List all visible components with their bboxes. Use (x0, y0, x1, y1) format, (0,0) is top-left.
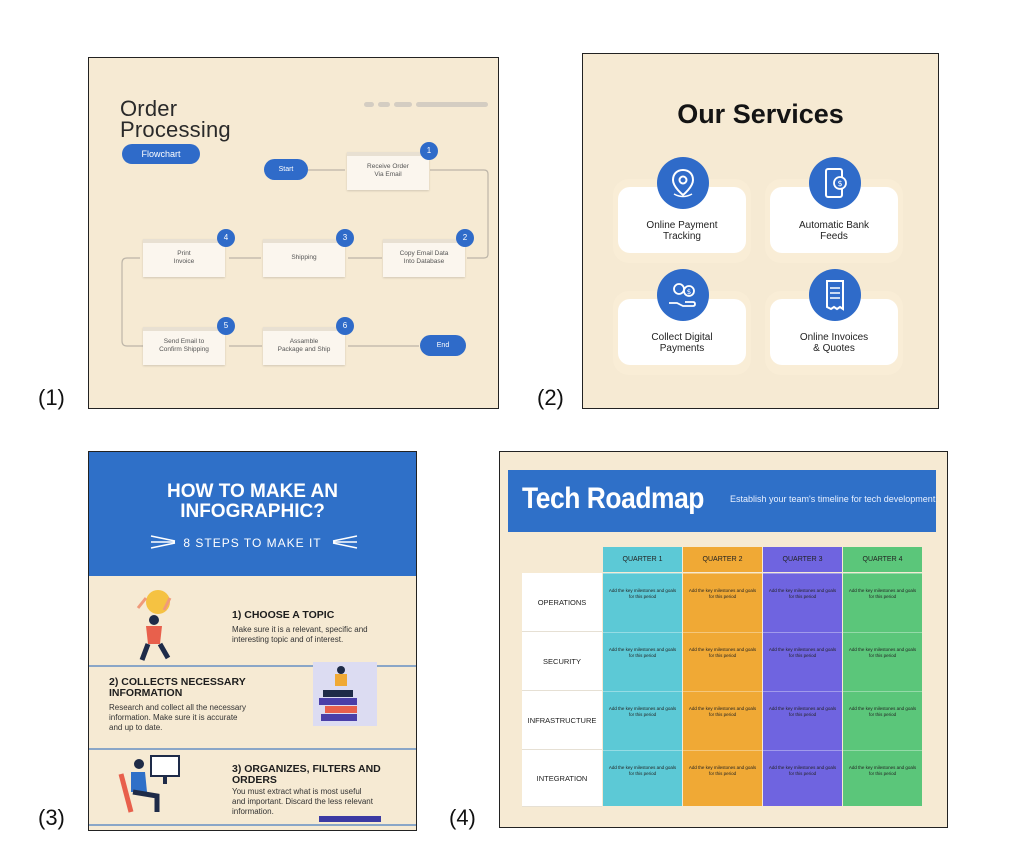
flowchart-title: Order Processing (120, 96, 231, 142)
quarter-header-2: QUARTER 2 (683, 547, 762, 572)
decor-bar (378, 102, 390, 107)
roadmap-cell: Add the key milestones and goals for thi… (683, 573, 762, 632)
row-label-infrastructure: INFRASTRUCTURE (522, 691, 602, 750)
tech-roadmap-panel: Tech Roadmap Establish your team's timel… (499, 451, 948, 828)
step-box-2: Copy Email Data Into Database (383, 239, 465, 277)
sparkle-left-icon (150, 535, 176, 549)
receipt-icon (809, 269, 861, 321)
infographic-steps-panel: HOW TO MAKE AN INFOGRAPHIC? 8 STEPS TO M… (88, 451, 417, 831)
roadmap-cell: Add the key milestones and goals for thi… (763, 573, 842, 632)
sparkle-right-icon (332, 535, 358, 549)
step-number-3: 3 (336, 229, 354, 247)
divider (89, 824, 416, 826)
roadmap-cell: Add the key milestones and goals for thi… (603, 691, 682, 750)
roadmap-cell: Add the key milestones and goals for thi… (843, 691, 922, 750)
roadmap-cell: Add the key milestones and goals for thi… (763, 750, 842, 806)
step-number-2: 2 (456, 229, 474, 247)
quarter-header-3: QUARTER 3 (763, 547, 842, 572)
infographic-header (89, 452, 416, 576)
step-3-body: You must extract what is most useful and… (232, 787, 373, 816)
roadmap-cell: Add the key milestones and goals for thi… (683, 750, 762, 806)
roadmap-cell: Add the key milestones and goals for thi… (843, 750, 922, 806)
decor-bar (319, 816, 381, 822)
divider (89, 665, 416, 667)
infographic-subtitle: 8 STEPS TO MAKE IT (183, 536, 322, 550)
step-number-5: 5 (217, 317, 235, 335)
flowchart-connectors (121, 169, 489, 347)
service-label: Automatic Bank Feeds (798, 220, 870, 242)
svg-text:$: $ (687, 288, 691, 296)
step-number-1: 1 (420, 142, 438, 160)
quarter-header-1: QUARTER 1 (603, 547, 682, 572)
step-box-6: Assamble Package and Ship (263, 327, 345, 365)
roadmap-cell: Add the key milestones and goals for thi… (843, 573, 922, 632)
step-box-4: Print Invoice (143, 239, 225, 277)
row-label-operations: OPERATIONS (522, 573, 602, 632)
roadmap-cell: Add the key milestones and goals for thi… (843, 632, 922, 691)
step-3-title: 3) ORGANIZES, FILTERS AND ORDERS (232, 763, 381, 786)
person-at-computer-illustration (118, 755, 180, 813)
order-processing-flowchart-panel: Order Processing Flowchart Start Receive… (88, 57, 499, 409)
roadmap-cell: Add the key milestones and goals for thi… (683, 691, 762, 750)
panel-label-4: (4) (449, 805, 476, 830)
roadmap-subtitle: Establish your team's timeline for tech … (730, 494, 936, 504)
step-2-title: 2) COLLECTS NECESSARY INFORMATION (109, 676, 246, 699)
roadmap-cell: Add the key milestones and goals for thi… (603, 632, 682, 691)
step-box-3: Shipping (263, 239, 345, 277)
panel-label-2: (2) (537, 385, 564, 410)
step-box-1: Receive Order Via Email (347, 152, 429, 190)
service-label: Collect Digital Payments (651, 332, 713, 354)
step-number-4: 4 (217, 229, 235, 247)
roadmap-cell: Add the key milestones and goals for thi… (683, 632, 762, 691)
our-services-panel: Our Services Online Payment Tracking $ A… (582, 53, 939, 409)
location-pin-icon (657, 157, 709, 209)
panel-label-1: (1) (38, 385, 65, 410)
service-label: Online Payment Tracking (646, 220, 718, 242)
roadmap-cell: Add the key milestones and goals for thi… (763, 691, 842, 750)
row-label-security: SECURITY (522, 632, 602, 691)
step-number-6: 6 (336, 317, 354, 335)
hand-coins-icon: $ (657, 269, 709, 321)
roadmap-cell: Add the key milestones and goals for thi… (763, 632, 842, 691)
decor-bar (394, 102, 412, 107)
svg-text:$: $ (837, 179, 842, 188)
quarter-header-4: QUARTER 4 (843, 547, 922, 572)
services-title: Our Services (677, 99, 844, 129)
row-label-integration: INTEGRATION (522, 750, 602, 807)
decor-bar (416, 102, 488, 107)
step-1-title: 1) CHOOSE A TOPIC (232, 609, 335, 621)
roadmap-title: Tech Roadmap (522, 482, 704, 515)
step-1-body: Make sure it is a relevant, specific and… (232, 625, 368, 644)
flowchart-pill: Flowchart (122, 144, 200, 164)
step-box-5: Send Email to Confirm Shipping (143, 327, 225, 365)
service-label: Online Invoices & Quotes (799, 332, 869, 354)
roadmap-banner: Tech Roadmap Establish your team's timel… (508, 470, 936, 532)
phone-dollar-icon: $ (809, 157, 861, 209)
end-node: End (420, 335, 466, 356)
person-on-books-illustration (313, 662, 377, 726)
infographic-title: HOW TO MAKE AN INFOGRAPHIC? (167, 481, 338, 522)
person-with-bulb-illustration (136, 590, 172, 661)
divider (89, 748, 416, 750)
decor-bar (364, 102, 374, 107)
start-node: Start (264, 159, 308, 180)
roadmap-cell: Add the key milestones and goals for thi… (603, 750, 682, 806)
step-2-body: Research and collect all the necessary i… (109, 703, 246, 732)
roadmap-cell: Add the key milestones and goals for thi… (603, 573, 682, 632)
panel-label-3: (3) (38, 805, 65, 830)
